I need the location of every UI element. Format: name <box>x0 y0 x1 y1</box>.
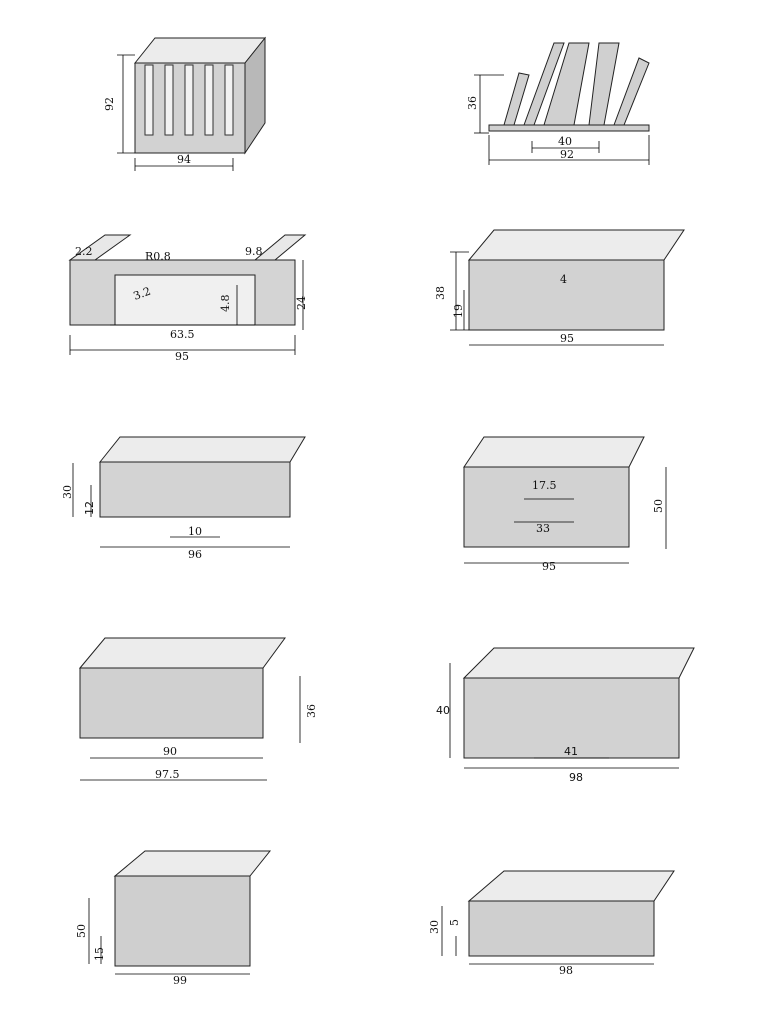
panel-heatsink-9: 50 15 99 <box>5 816 378 1019</box>
width-label: 95 <box>560 332 574 345</box>
width-label: 97.5 <box>155 768 180 781</box>
fin-thickness-label: 9.8 <box>245 245 263 258</box>
slot-width-label: 10 <box>188 525 202 538</box>
heatsink-2-drawing: 36 40 92 <box>466 42 650 165</box>
width-label: 98 <box>569 771 583 784</box>
height-label: 36 <box>466 96 479 110</box>
center-width-label: 17.5 <box>532 479 557 492</box>
height-label: 50 <box>75 924 88 938</box>
panel-heatsink-7: 36 90 97.5 <box>5 608 378 810</box>
panel-heatsink-1: 92 94 <box>5 3 378 184</box>
radius-label: R0.8 <box>145 250 171 263</box>
width-label: 96 <box>188 548 202 561</box>
heatsink-1-drawing: 92 94 <box>103 36 267 171</box>
heatsink-7-drawing: 36 90 97.5 <box>78 637 318 781</box>
height-label: 92 <box>103 97 116 111</box>
base-height-label: 5 <box>448 919 461 926</box>
heatsink-4-drawing: 38 19 4 95 <box>434 229 685 346</box>
width-label: 94 <box>177 153 191 166</box>
panel-heatsink-8: 40 41 98 <box>384 608 767 810</box>
heatsink-6-drawing: 17.5 50 33 95 <box>463 436 667 573</box>
panel-heatsink-5: 30 12 10 96 <box>5 377 378 602</box>
panel-heatsink-4: 38 19 4 95 <box>384 190 767 371</box>
inner-width-label: 33 <box>536 522 550 535</box>
heatsink-10-drawing: 30 5 98 <box>428 870 675 977</box>
height-label: 36 <box>305 704 318 718</box>
heatsink-3-drawing: 2.2 R0.8 9.8 3.2 4.8 24 63.5 95 <box>68 234 308 363</box>
width-label: 95 <box>542 560 556 573</box>
panel-heatsink-6: 17.5 50 33 95 <box>384 377 767 602</box>
heatsink-9-drawing: 50 15 99 <box>75 850 272 987</box>
inner-width-label: 41 <box>564 745 578 758</box>
height-label: 30 <box>61 485 74 499</box>
inner-width-label: 40 <box>558 135 572 148</box>
small-dimension-label: 4 <box>560 273 567 286</box>
base-height-label: 12 <box>83 501 96 515</box>
width-label: 99 <box>173 974 187 987</box>
width-label: 95 <box>175 350 189 363</box>
height-label: 38 <box>434 286 447 300</box>
panel-heatsink-10: 30 5 98 <box>384 816 767 1019</box>
base-inner-label: 3.2 <box>132 285 153 303</box>
height-label: 30 <box>428 920 441 934</box>
mid-height-label: 19 <box>452 304 465 318</box>
heatsink-8-drawing: 40 41 98 <box>436 647 695 784</box>
panel-heatsink-3: 2.2 R0.8 9.8 3.2 4.8 24 63.5 95 <box>5 190 378 371</box>
panel-heatsink-2: 36 40 92 <box>384 3 767 184</box>
inner-width-label: 63.5 <box>170 328 195 341</box>
inner-width-label: 90 <box>163 745 177 758</box>
height-label: 40 <box>436 704 450 717</box>
width-label: 92 <box>560 148 574 161</box>
height-label: 24 <box>295 296 308 310</box>
base-height-label: 4.8 <box>219 295 232 313</box>
heatsink-5-drawing: 30 12 10 96 <box>61 436 306 561</box>
width-label: 98 <box>559 964 573 977</box>
height-label: 50 <box>652 499 665 513</box>
base-height-label: 15 <box>93 947 106 961</box>
fin-gap-label: 2.2 <box>75 245 93 258</box>
